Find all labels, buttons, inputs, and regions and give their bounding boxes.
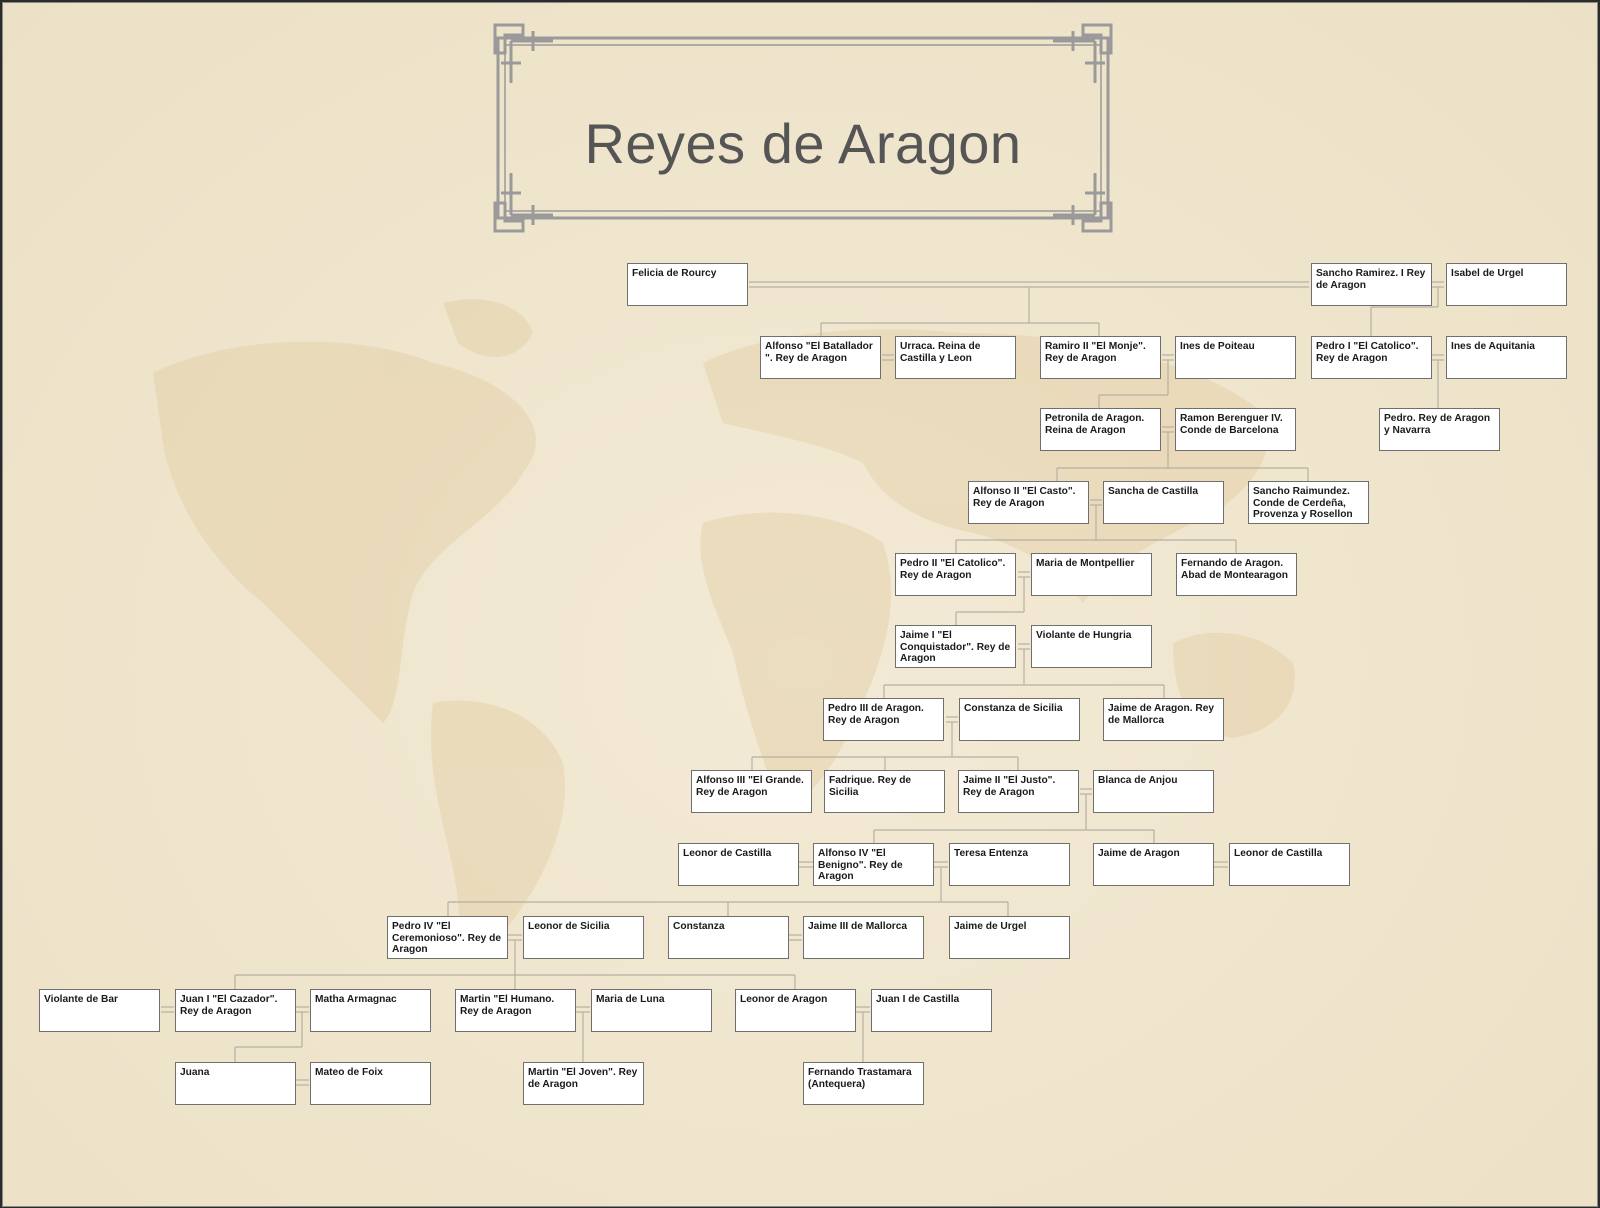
title-frame: Reyes de Aragon xyxy=(493,23,1113,233)
world-map-background xyxy=(153,299,1295,950)
person-ramiro-ii[interactable]: Ramiro II "El Monje". Rey de Aragon xyxy=(1040,336,1161,379)
ornamental-border xyxy=(493,23,1113,233)
person-matha-armagnac[interactable]: Matha Armagnac xyxy=(310,989,431,1032)
person-fernando-trastamara[interactable]: Fernando Trastamara (Antequera) xyxy=(803,1062,924,1105)
person-ines-de-poiteau[interactable]: Ines de Poiteau xyxy=(1175,336,1296,379)
person-pedro-iii[interactable]: Pedro III de Aragon. Rey de Aragon xyxy=(823,698,944,741)
person-pedro-iv[interactable]: Pedro IV "El Ceremonioso". Rey de Aragon xyxy=(387,916,508,959)
person-jaime-de-urgel[interactable]: Jaime de Urgel xyxy=(949,916,1070,959)
person-leonor-de-castilla-2[interactable]: Leonor de Castilla xyxy=(1229,843,1350,886)
person-felicia-de-rourcy[interactable]: Felicia de Rourcy xyxy=(627,263,748,306)
person-jaime-iii-de-mallorca[interactable]: Jaime III de Mallorca xyxy=(803,916,924,959)
person-pedro-ii[interactable]: Pedro II "El Catolico". Rey de Aragon xyxy=(895,553,1016,596)
person-alfonso-iii[interactable]: Alfonso III "El Grande. Rey de Aragon xyxy=(691,770,812,813)
person-jaime-rey-mallorca[interactable]: Jaime de Aragon. Rey de Mallorca xyxy=(1103,698,1224,741)
person-pedro-i[interactable]: Pedro I "El Catolico". Rey de Aragon xyxy=(1311,336,1432,379)
person-violante-de-bar[interactable]: Violante de Bar xyxy=(39,989,160,1032)
connector-lines xyxy=(161,281,1444,1086)
person-maria-de-montpellier[interactable]: Maria de Montpellier xyxy=(1031,553,1152,596)
person-fadrique[interactable]: Fadrique. Rey de Sicilia xyxy=(824,770,945,813)
person-teresa-entenza[interactable]: Teresa Entenza xyxy=(949,843,1070,886)
person-alfonso-ii[interactable]: Alfonso II "El Casto". Rey de Aragon xyxy=(968,481,1089,524)
person-sancho-raimundez[interactable]: Sancho Raimundez. Conde de Cerdeña, Prov… xyxy=(1248,481,1369,524)
person-violante-de-hungria[interactable]: Violante de Hungria xyxy=(1031,625,1152,668)
person-leonor-de-aragon[interactable]: Leonor de Aragon xyxy=(735,989,856,1032)
person-juana[interactable]: Juana xyxy=(175,1062,296,1105)
person-leonor-de-sicilia[interactable]: Leonor de Sicilia xyxy=(523,916,644,959)
person-isabel-de-urgel[interactable]: Isabel de Urgel xyxy=(1446,263,1567,306)
person-martin-el-joven[interactable]: Martin "El Joven". Rey de Aragon xyxy=(523,1062,644,1105)
person-fernando-abad[interactable]: Fernando de Aragon. Abad de Montearagon xyxy=(1176,553,1297,596)
person-constanza[interactable]: Constanza xyxy=(668,916,789,959)
person-mateo-de-foix[interactable]: Mateo de Foix xyxy=(310,1062,431,1105)
person-urraca[interactable]: Urraca. Reina de Castilla y Leon xyxy=(895,336,1016,379)
person-alfonso-el-batallador[interactable]: Alfonso "El Batallador ". Rey de Aragon xyxy=(760,336,881,379)
person-blanca-de-anjou[interactable]: Blanca de Anjou xyxy=(1093,770,1214,813)
person-ines-de-aquitania[interactable]: Ines de Aquitania xyxy=(1446,336,1567,379)
person-martin-el-humano[interactable]: Martin "El Humano. Rey de Aragon xyxy=(455,989,576,1032)
person-sancha-de-castilla[interactable]: Sancha de Castilla xyxy=(1103,481,1224,524)
person-juan-i-de-castilla[interactable]: Juan I de Castilla xyxy=(871,989,992,1032)
person-sancho-ramirez[interactable]: Sancho Ramirez. I Rey de Aragon xyxy=(1311,263,1432,306)
person-leonor-de-castilla[interactable]: Leonor de Castilla xyxy=(678,843,799,886)
person-jaime-de-aragon[interactable]: Jaime de Aragon xyxy=(1093,843,1214,886)
person-ramon-berenguer-iv[interactable]: Ramon Berenguer IV. Conde de Barcelona xyxy=(1175,408,1296,451)
person-jaime-ii[interactable]: Jaime II "El Justo". Rey de Aragon xyxy=(958,770,1079,813)
person-juan-i[interactable]: Juan I "El Cazador". Rey de Aragon xyxy=(175,989,296,1032)
person-alfonso-iv[interactable]: Alfonso IV "El Benigno". Rey de Aragon xyxy=(813,843,934,886)
person-jaime-i[interactable]: Jaime I "El Conquistador". Rey de Aragon xyxy=(895,625,1016,668)
person-maria-de-luna[interactable]: Maria de Luna xyxy=(591,989,712,1032)
person-pedro-rey-aragon-navarra[interactable]: Pedro. Rey de Aragon y Navarra xyxy=(1379,408,1500,451)
page-title: Reyes de Aragon xyxy=(584,112,1022,175)
person-constanza-de-sicilia[interactable]: Constanza de Sicilia xyxy=(959,698,1080,741)
person-petronila[interactable]: Petronila de Aragon. Reina de Aragon xyxy=(1040,408,1161,451)
